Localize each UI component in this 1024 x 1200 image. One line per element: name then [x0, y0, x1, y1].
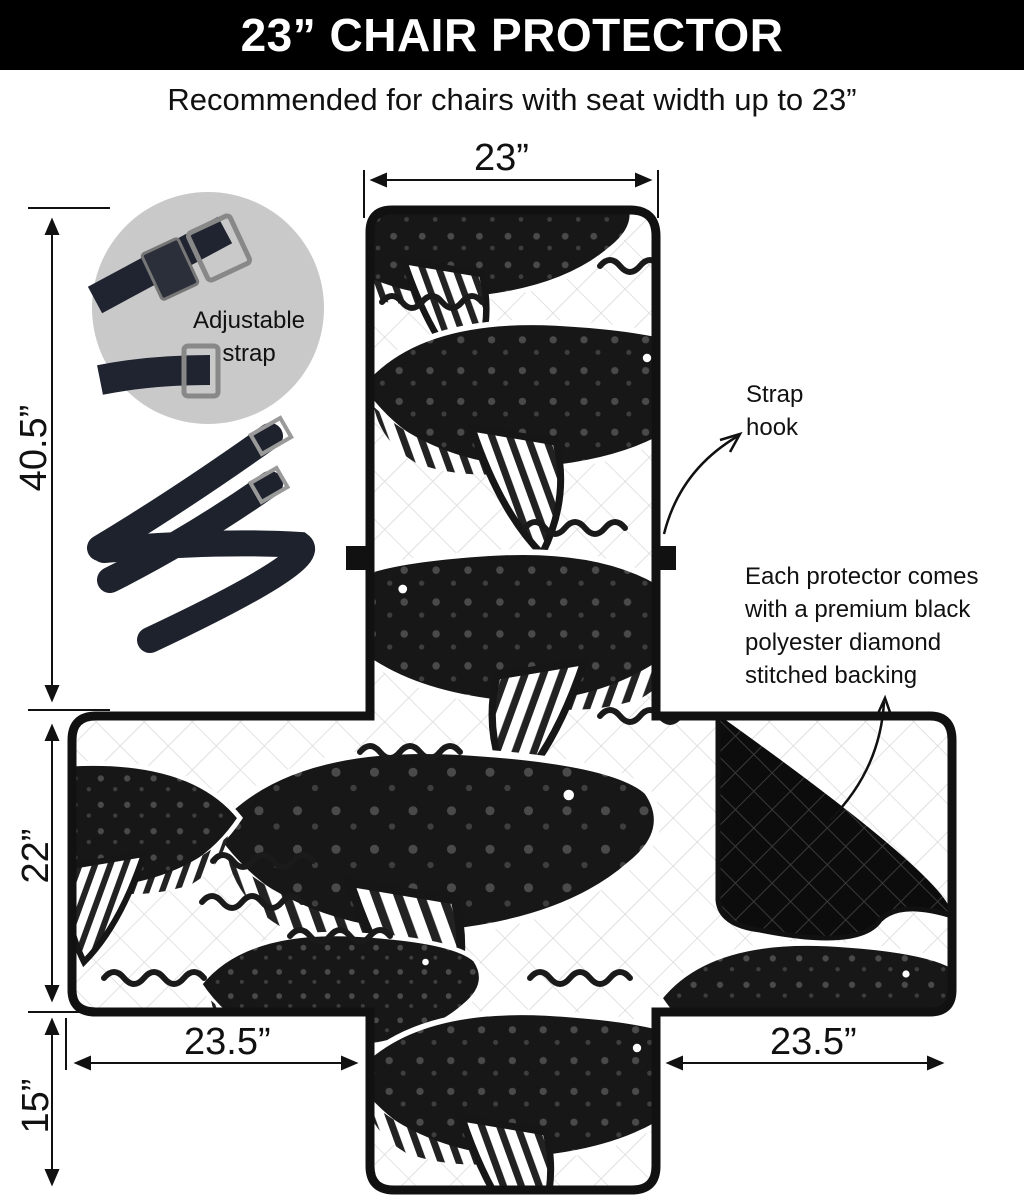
backing-note-line3: polyester diamond [745, 629, 942, 656]
adjustable-strap-label: Adjustable strap [192, 307, 306, 367]
dimension-lines [28, 170, 945, 1187]
strap-tab-right [658, 546, 676, 570]
loose-straps [87, 423, 315, 653]
dim-right-arm: 23.5” [770, 1021, 857, 1063]
page-title: 23” CHAIR PROTECTOR [240, 9, 784, 61]
title-banner: 23” CHAIR PROTECTOR [0, 0, 1024, 70]
strap-hook-label-line1: Strap [746, 381, 804, 408]
page-subtitle: Recommended for chairs with seat width u… [167, 82, 857, 117]
dim-front-flap: 15” [15, 1078, 57, 1134]
protector-cover [67, 205, 957, 1195]
strap-detail [87, 192, 324, 424]
strap-hook-label-line2: hook [746, 414, 799, 441]
callout-arrows [662, 431, 894, 821]
dim-left-arm: 23.5” [184, 1021, 271, 1063]
backing-note-line2: with a premium black [745, 596, 971, 623]
dim-seat-height: 22” [15, 828, 57, 884]
dim-back-height: 40.5” [13, 404, 55, 492]
strap-tab-left [346, 546, 368, 570]
backing-note-line1: Each protector comes [745, 563, 979, 590]
backing-note-line4: stitched backing [745, 662, 918, 689]
backing-fold [718, 716, 952, 938]
cover-outline [67, 205, 957, 1195]
dim-top-width: 23” [474, 137, 529, 179]
